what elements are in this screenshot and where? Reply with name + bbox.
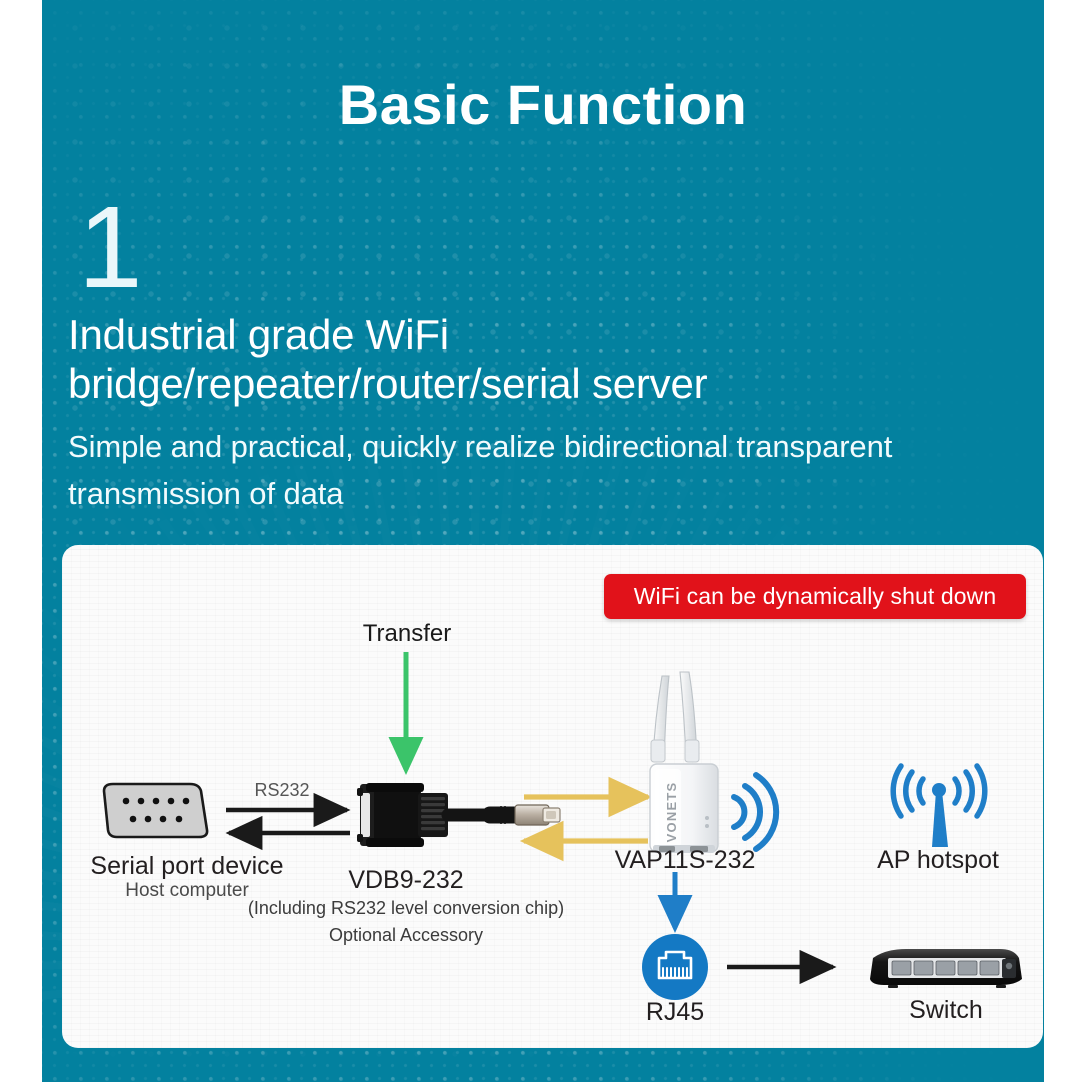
vdb9-232-accessory-note: Optional Accessory: [328, 925, 484, 945]
vap11s-232-label: VAP11S-232: [614, 846, 756, 874]
switch-label: Switch: [909, 996, 983, 1024]
status-badge-wifi-shutdown: WiFi can be dynamically shut down: [604, 574, 1026, 619]
transfer-label: Transfer: [362, 620, 452, 647]
section-subline: Simple and practical, quickly realize bi…: [68, 429, 893, 511]
section-number: 1: [78, 182, 143, 312]
rj45-label: RJ45: [645, 998, 705, 1026]
diagram-card: [62, 545, 1043, 1048]
page-title: Basic Function: [338, 73, 748, 136]
card-texture: [62, 545, 1043, 1048]
ap-hotspot-label: AP hotspot: [877, 846, 999, 874]
vdb9-232-label: VDB9-232: [348, 866, 464, 894]
vdb9-232-note: (Including RS232 level conversion chip): [247, 898, 565, 918]
host-computer-label: Host computer: [125, 880, 249, 901]
section-headline: Industrial grade WiFi bridge/repeater/ro…: [68, 311, 708, 408]
serial-port-device-label: Serial port device: [90, 852, 284, 880]
rs232-label: RS232: [254, 780, 310, 800]
